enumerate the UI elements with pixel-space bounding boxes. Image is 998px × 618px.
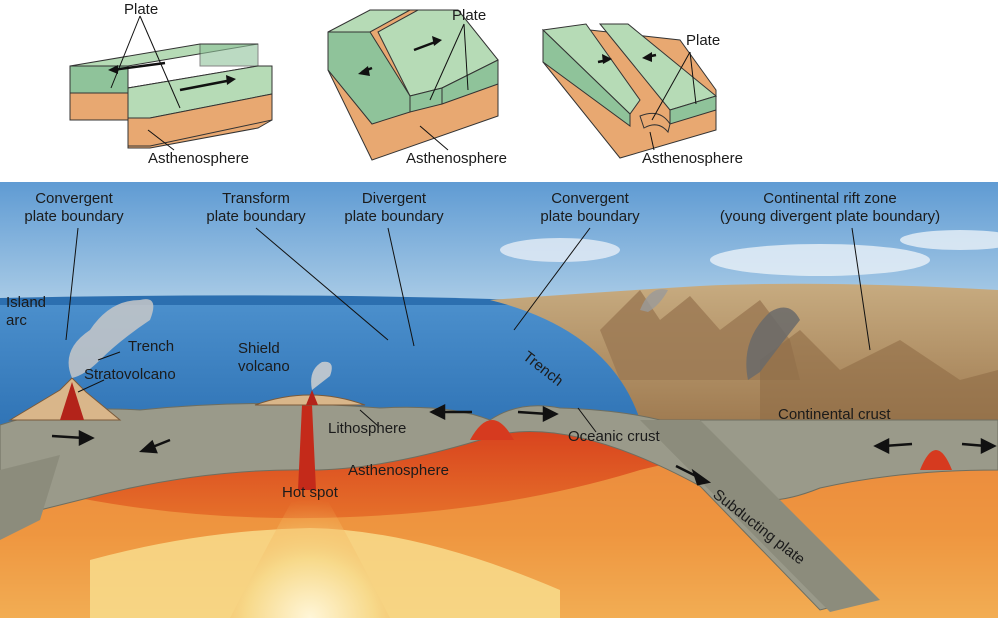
divergent-block — [327, 9, 499, 161]
divergent-boundary-label: Divergent plate boundary — [344, 190, 444, 225]
convergent-asthenosphere-label: Asthenosphere — [642, 150, 743, 167]
convergent-boundary-left-label: Convergent plate boundary — [24, 190, 124, 225]
divergent-plate-label: Plate — [452, 7, 487, 24]
convergent-boundary-right-label: Convergent plate boundary — [540, 190, 640, 225]
rift-zone-label: Continental rift zone (young divergent p… — [719, 190, 941, 225]
motion-arrows — [51, 403, 997, 486]
oceanic-crust-label: Oceanic crust — [568, 428, 660, 445]
convergent-block — [541, 23, 718, 159]
asthenosphere-label: Asthenosphere — [348, 462, 449, 479]
island-arc-label: Island arc — [6, 294, 47, 329]
cross-section — [0, 182, 998, 618]
leader-lines — [65, 227, 871, 433]
continental-crust-label: Continental crust — [778, 406, 891, 423]
divergent-asthenosphere-label: Asthenosphere — [406, 150, 507, 167]
shield-volcano-label: Shield volcano — [238, 340, 290, 375]
hot-spot-label: Hot spot — [282, 484, 338, 501]
transform-block — [69, 15, 273, 151]
trench-left-label: Trench — [128, 338, 175, 355]
convergent-plate-label: Plate — [686, 32, 721, 49]
lithosphere-label: Lithosphere — [328, 420, 407, 437]
stratovolcano-label: Stratovolcano — [84, 366, 176, 383]
transform-asthenosphere-label: Asthenosphere — [148, 150, 249, 167]
transform-boundary-label: Transform plate boundary — [206, 190, 306, 225]
transform-plate-label: Plate — [124, 1, 159, 18]
